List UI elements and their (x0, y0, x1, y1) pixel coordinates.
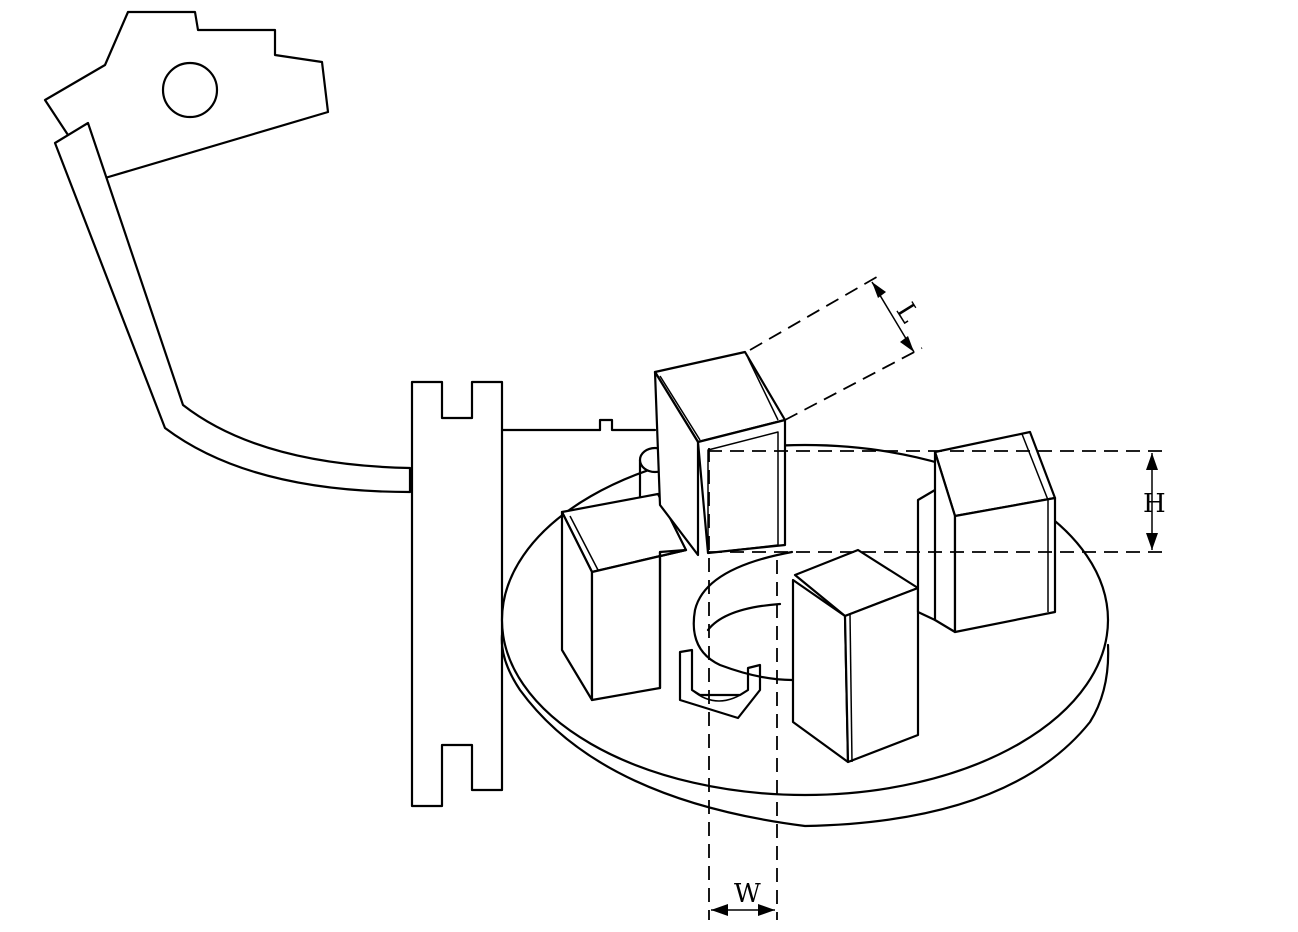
mounting-arm (43, 10, 412, 494)
dimension-height: H (708, 450, 1166, 553)
arrowhead-icon (900, 336, 914, 352)
dimension-width: W (708, 448, 778, 920)
brush-box-center (653, 350, 787, 557)
arrowhead-icon (758, 904, 775, 916)
arrowhead-icon (1146, 453, 1158, 470)
brush-box-left (560, 492, 688, 702)
dimension-length: L (749, 273, 925, 421)
label-height: H (1143, 489, 1166, 519)
label-length: L (890, 298, 925, 329)
arrowhead-icon (872, 282, 886, 298)
arrowhead-icon (1146, 533, 1158, 550)
mounting-hole (161, 61, 219, 119)
spring-clip (678, 648, 762, 720)
flange-plate (410, 380, 657, 808)
brush-box-right (916, 430, 1057, 634)
arrowhead-icon (711, 904, 728, 916)
label-width: W (734, 879, 761, 909)
brush-box-front (791, 548, 920, 764)
